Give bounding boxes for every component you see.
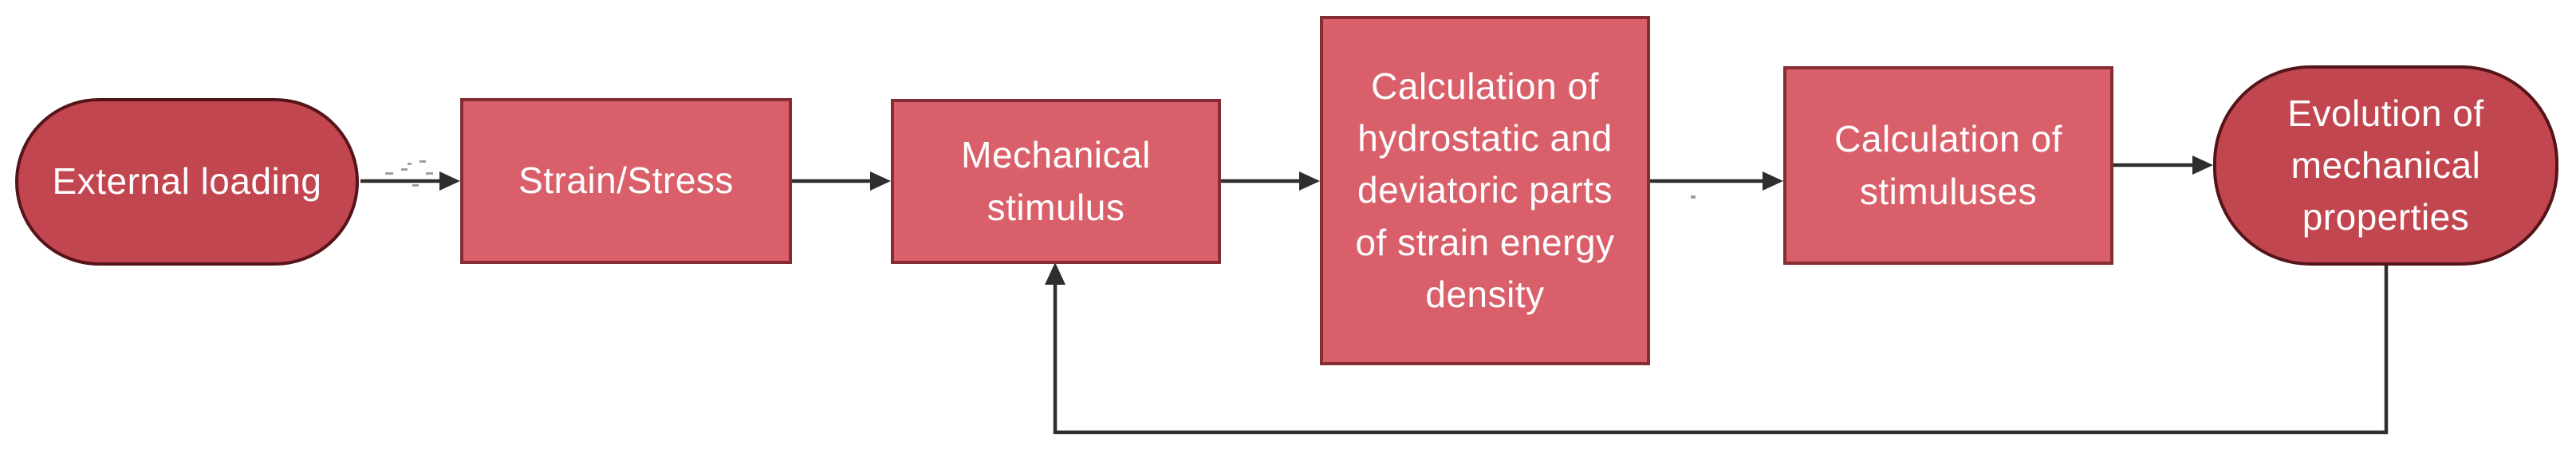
node-strain-stress: Strain/Stress (460, 98, 792, 264)
arrow-external-to-strain (360, 171, 460, 191)
node-calc-stimuluses: Calculation of stimuluses (1783, 66, 2113, 265)
node-calc-strain-energy-density: Calculation of hydrostatic and deviatori… (1320, 16, 1650, 365)
arrow-feedback-evolution-to-mechanical (1045, 262, 2389, 435)
arrow-mechanical-to-energy (1221, 171, 1320, 191)
arrow-strain-to-mechanical (792, 171, 891, 191)
node-external-loading: External loading (15, 98, 359, 266)
artifact-specks (385, 160, 1696, 199)
arrow-stimuluses-to-evolution (2113, 156, 2213, 175)
arrow-energy-to-stimuluses (1650, 171, 1783, 191)
node-evolution-mech-properties: Evolution of mechanical properties (2213, 65, 2558, 266)
node-mechanical-stimulus: Mechanical stimulus (891, 99, 1221, 264)
